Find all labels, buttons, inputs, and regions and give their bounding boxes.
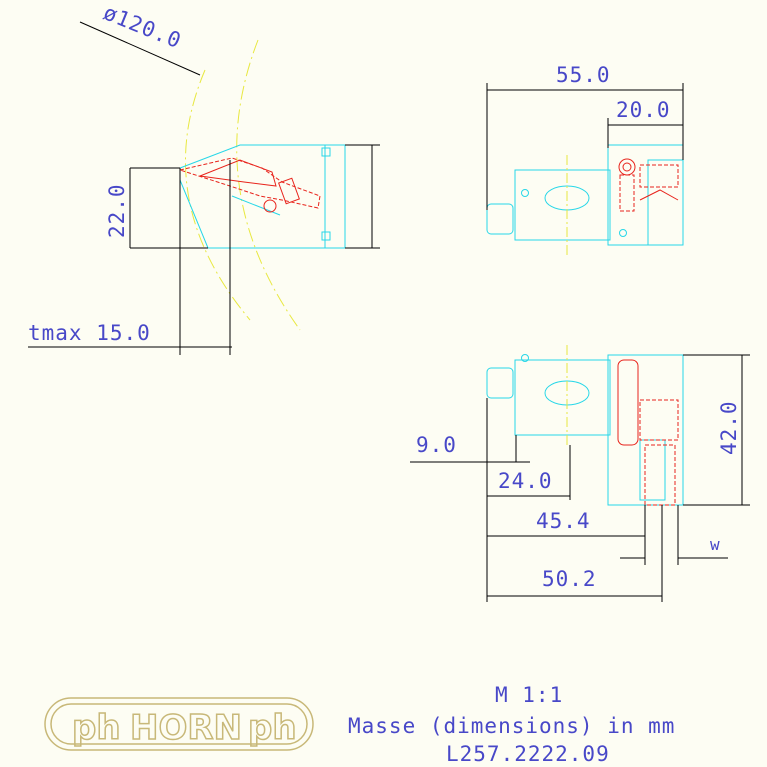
part-number: L257.2222.09 [446,742,610,766]
side-view: 22.0 tmax 15.0 ø120.0 [28,0,380,355]
workpiece-outer-arc [184,69,251,321]
dim-offset-45: 45.4 [536,509,591,533]
dim-offset-24: 24.0 [498,469,553,493]
scale-label: M 1:1 [495,683,563,707]
workpiece-inner-arc [236,39,301,331]
dim-height-42: 42.0 [717,400,741,455]
dim-offset-9: 9.0 [416,433,457,457]
insert-front [617,359,679,506]
logo-brand: HORN [130,708,242,748]
top-view: 55.0 20.0 [486,63,684,255]
dim-w: w [710,535,721,554]
dim-diameter: ø120.0 [100,0,185,53]
insert-side [178,157,321,213]
dim-width-20: 20.0 [616,98,671,122]
dim-height-22: 22.0 [105,183,129,238]
front-view: 42.0 9.0 24.0 45.4 w 50.2 [410,345,750,602]
horn-logo: ph HORN ph [44,697,314,751]
insert-top [618,158,679,212]
logo-mark-right: ph [248,708,297,748]
dim-tmax: tmax 15.0 [28,321,151,345]
units-note: Masse (dimensions) in mm [348,714,675,738]
logo-mark-left: ph [72,708,121,748]
dim-offset-50: 50.2 [542,567,597,591]
dim-width-55: 55.0 [556,63,611,87]
